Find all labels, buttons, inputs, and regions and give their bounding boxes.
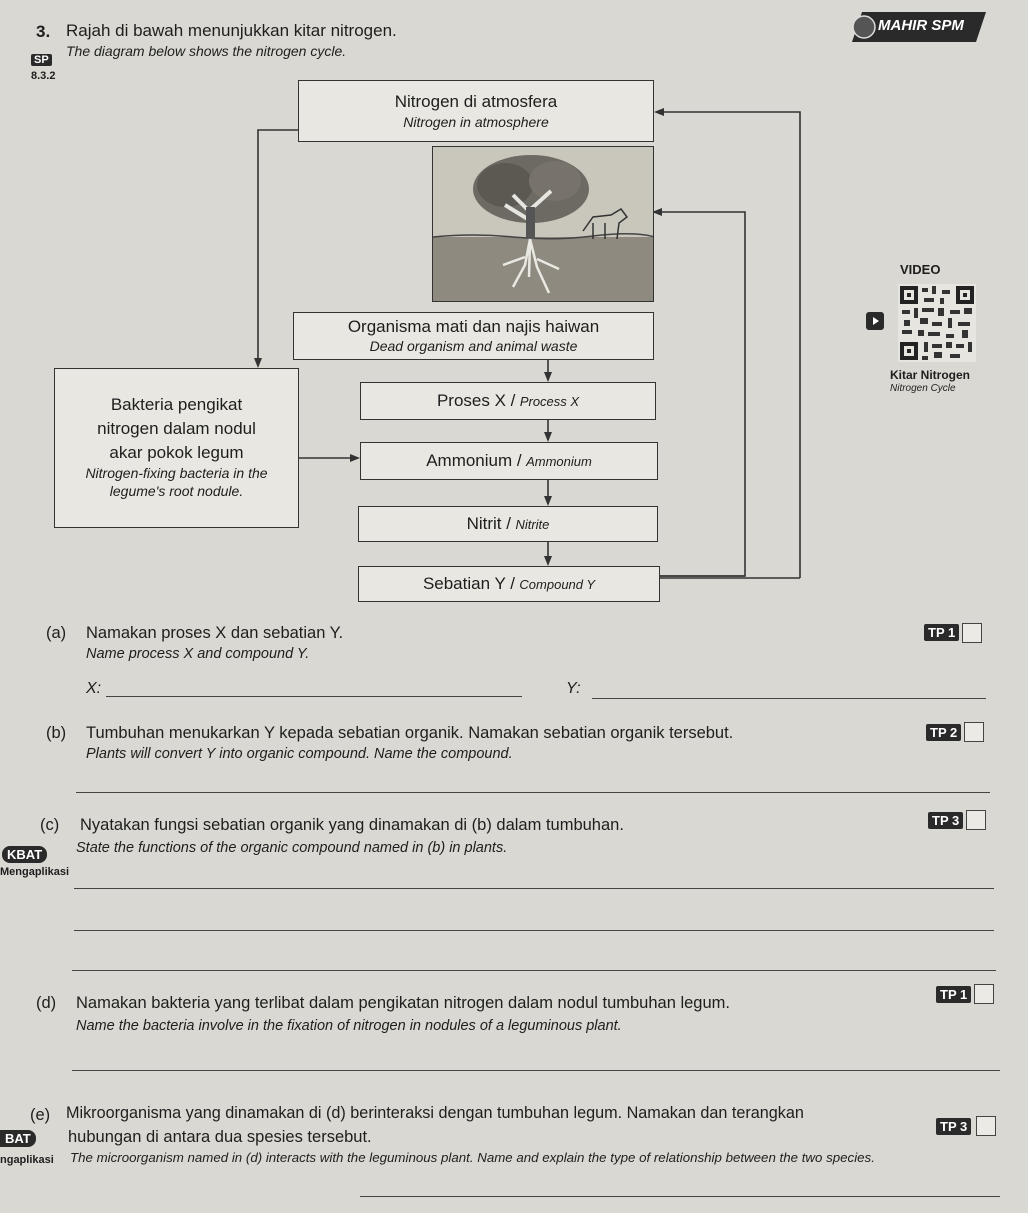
nitrite-label-ms: Nitrit /	[466, 514, 511, 533]
dead-organism-label-en: Dead organism and animal waste	[369, 338, 578, 354]
question-a-label: (a)	[46, 624, 67, 642]
question-e-label: (e)	[30, 1106, 51, 1124]
compound-y-box: Sebatian Y / Compound Y	[358, 566, 660, 602]
qr-code-icon	[898, 284, 976, 362]
answer-b-line[interactable]	[76, 792, 990, 793]
video-title: Kitar Nitrogen	[890, 368, 971, 382]
bacteria-label-line3: akar pokok legum	[109, 443, 244, 462]
question-d-label: (d)	[36, 994, 57, 1012]
question-b-tp-badge: TP 2	[926, 724, 962, 741]
bacteria-label-en1: Nitrogen-fixing bacteria in the	[85, 465, 268, 481]
answer-c-line-1[interactable]	[74, 888, 994, 889]
nitrite-label-en: Nitrite	[515, 517, 550, 532]
question-b-label: (b)	[46, 724, 67, 742]
video-qr-code[interactable]	[898, 284, 976, 362]
question-e-text-ms-2: hubungan di antara dua spesies tersebut.	[68, 1128, 372, 1146]
atmosphere-box: Nitrogen di atmosfera Nitrogen in atmosp…	[298, 80, 654, 142]
question-c-kbat-badge: KBAT	[2, 846, 48, 863]
video-play-icon[interactable]	[866, 312, 884, 330]
question-b-text-en: Plants will convert Y into organic compo…	[86, 746, 513, 762]
question-d-text-en: Name the bacteria involve in the fixatio…	[76, 1018, 622, 1034]
dead-organism-label-ms: Organisma mati dan najis haiwan	[347, 317, 600, 336]
bacteria-box: Bakteria pengikat nitrogen dalam nodul a…	[54, 368, 299, 528]
process-x-label-en: Process X	[519, 394, 580, 409]
question-a-tp-badge: TP 1	[924, 624, 960, 641]
question-c-kbat-sub: Mengaplikasi	[0, 866, 70, 878]
question-a-text-en: Name process X and compound Y.	[86, 646, 310, 662]
question-d-text-ms: Namakan bakteria yang terlibat dalam pen…	[76, 994, 730, 1012]
badge-background-icon	[852, 12, 986, 42]
answer-y-label: Y:	[566, 680, 581, 697]
question-e-tp-badge: TP 3	[936, 1118, 972, 1135]
question-c-label: (c)	[40, 816, 60, 834]
question-c-tick-box[interactable]	[966, 810, 986, 830]
answer-y-line[interactable]	[592, 698, 986, 699]
question-b-tick-box[interactable]	[964, 722, 984, 742]
ammonium-label-en: Ammonium	[526, 454, 592, 469]
question-e-tick-box[interactable]	[976, 1116, 996, 1136]
bacteria-label-line2: nitrogen dalam nodul	[97, 419, 256, 438]
answer-c-line-3[interactable]	[72, 970, 996, 971]
question-c-tp-badge: TP 3	[928, 812, 964, 829]
question-b-text-ms: Tumbuhan menukarkan Y kepada sebatian or…	[86, 724, 734, 742]
compound-y-label-ms: Sebatian Y /	[422, 574, 515, 593]
atmosphere-label-en: Nitrogen in atmosphere	[403, 114, 549, 130]
answer-d-line[interactable]	[72, 1070, 1000, 1071]
ammonium-label-ms: Ammonium /	[426, 451, 522, 470]
question-title-en: The diagram below shows the nitrogen cyc…	[66, 43, 347, 59]
question-c-text-en: State the functions of the organic compo…	[76, 840, 508, 856]
question-d-tick-box[interactable]	[974, 984, 994, 1004]
mahir-spm-badge: MAHIR SPM	[848, 10, 988, 44]
process-x-box: Proses X / Process X	[360, 382, 656, 420]
mahir-spm-text: MAHIR SPM	[878, 17, 964, 34]
bacteria-label-line1: Bakteria pengikat	[110, 395, 243, 414]
answer-x-label: X:	[86, 680, 102, 697]
question-e-kbat-badge: BAT	[0, 1130, 36, 1147]
video-label: VIDEO	[900, 262, 941, 277]
sp-badge: SP	[31, 54, 52, 66]
plant-illustration	[432, 146, 654, 302]
question-d-tp-badge: TP 1	[936, 986, 972, 1003]
atmosphere-label-ms: Nitrogen di atmosfera	[394, 92, 558, 111]
tree-animal-icon	[433, 155, 653, 301]
compound-y-label-en: Compound Y	[519, 577, 596, 592]
question-e-text-en: The microorganism named in (d) interacts…	[70, 1150, 875, 1165]
answer-c-line-2[interactable]	[74, 930, 994, 931]
question-e-text-ms-1: Mikroorganisma yang dinamakan di (d) ber…	[66, 1104, 804, 1122]
ammonium-box: Ammonium / Ammonium	[360, 442, 658, 480]
question-c-text-ms: Nyatakan fungsi sebatian organik yang di…	[80, 816, 624, 834]
answer-x-line[interactable]	[106, 696, 522, 697]
question-number: 3.	[36, 22, 51, 41]
answer-e-line[interactable]	[360, 1196, 1000, 1197]
question-title-ms: Rajah di bawah menunjukkan kitar nitroge…	[66, 21, 397, 40]
process-x-label-ms: Proses X /	[436, 391, 516, 410]
dead-organism-box: Organisma mati dan najis haiwan Dead org…	[293, 312, 654, 360]
question-e-kbat-sub: ngaplikasi	[0, 1154, 54, 1166]
question-a-tick-box[interactable]	[962, 623, 982, 643]
play-triangle-icon	[873, 317, 879, 325]
question-a-text-ms: Namakan proses X dan sebatian Y.	[86, 624, 344, 642]
nitrite-box: Nitrit / Nitrite	[358, 506, 658, 542]
video-subtitle: Nitrogen Cycle	[890, 383, 956, 394]
bacteria-label-en2: legume's root nodule.	[109, 483, 244, 499]
sp-code: 8.3.2	[31, 70, 56, 82]
